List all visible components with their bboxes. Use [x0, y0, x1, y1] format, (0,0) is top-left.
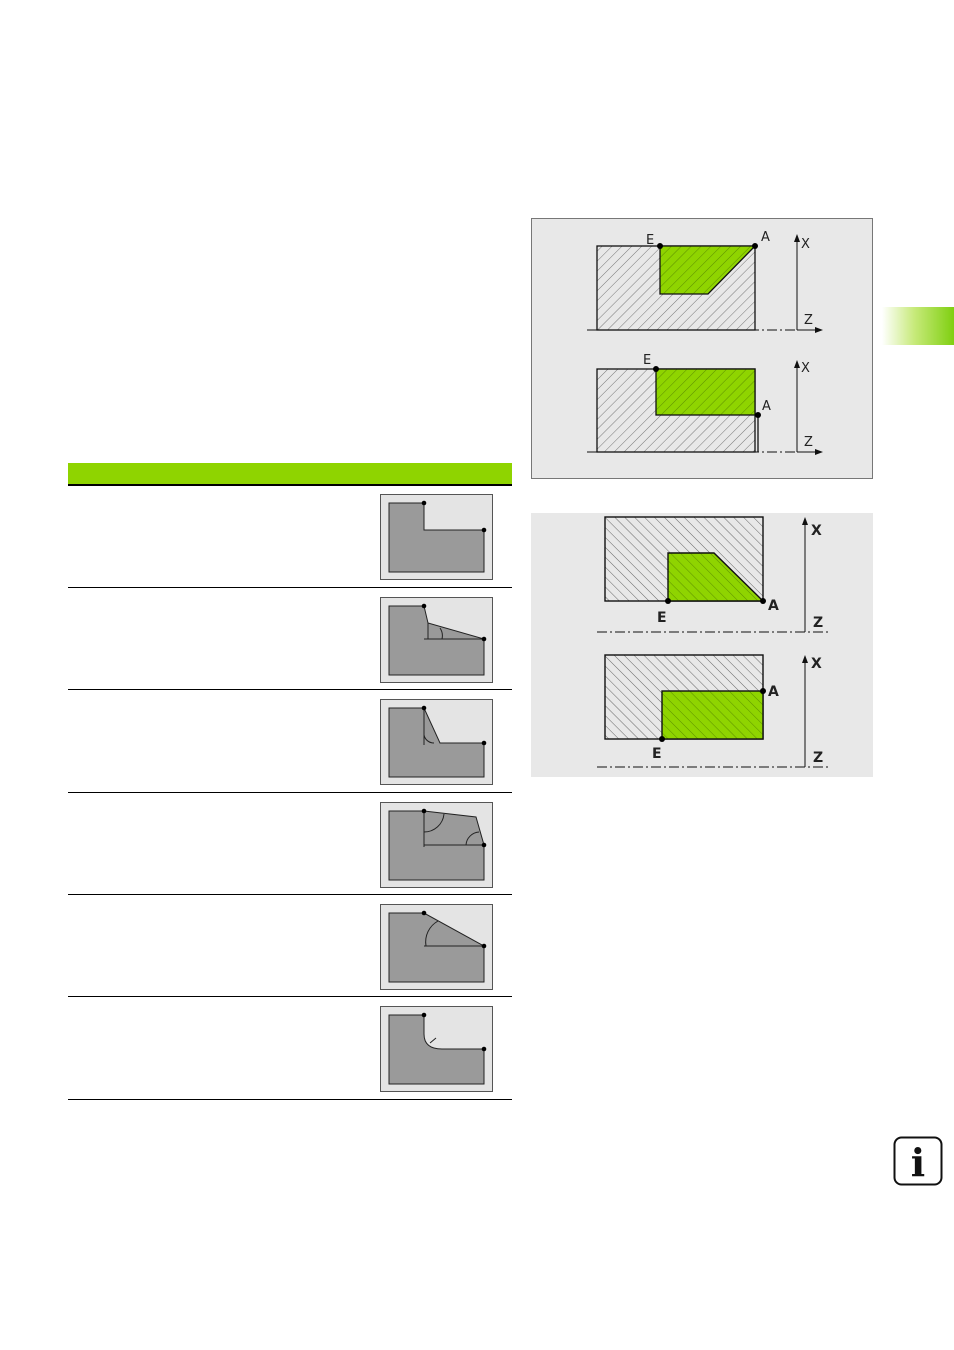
corner-step-icon [380, 494, 493, 580]
axis-x-label: X [801, 237, 810, 252]
axis-z-label: Z [804, 435, 813, 450]
label-e: E [646, 233, 654, 248]
radius-fillet-icon [380, 1006, 493, 1092]
angle-slope-icon [380, 597, 493, 683]
info-icon: i [893, 1136, 943, 1186]
axis-z-label: Z [813, 750, 823, 766]
label-a: A [761, 230, 770, 245]
label-a: A [762, 399, 771, 414]
chapter-tab [882, 307, 954, 345]
axis-z-label: Z [813, 615, 823, 631]
row-divider [68, 996, 512, 997]
machining-figure-top: E A X Z E A X Z [531, 218, 873, 479]
axis-x-label: X [811, 656, 822, 672]
angle-steep-icon [380, 699, 493, 785]
row-divider [68, 1099, 512, 1100]
table-header [68, 463, 512, 485]
chamfer-angle-icon [380, 904, 493, 990]
axis-x-label: X [811, 523, 822, 539]
row-divider [68, 792, 512, 793]
row-divider [68, 587, 512, 588]
label-a: A [768, 598, 779, 614]
label-e: E [643, 353, 651, 368]
label-e: E [657, 610, 667, 626]
svg-text:i: i [911, 1140, 925, 1185]
row-divider [68, 689, 512, 690]
label-e: E [652, 746, 662, 762]
axis-z-label: Z [804, 313, 813, 328]
label-a: A [768, 684, 779, 700]
table-header-divider [68, 484, 512, 486]
machining-figure-bottom: E A X Z E A X Z [531, 513, 873, 777]
two-angles-icon [380, 802, 493, 888]
row-divider [68, 894, 512, 895]
axis-x-label: X [801, 361, 810, 376]
